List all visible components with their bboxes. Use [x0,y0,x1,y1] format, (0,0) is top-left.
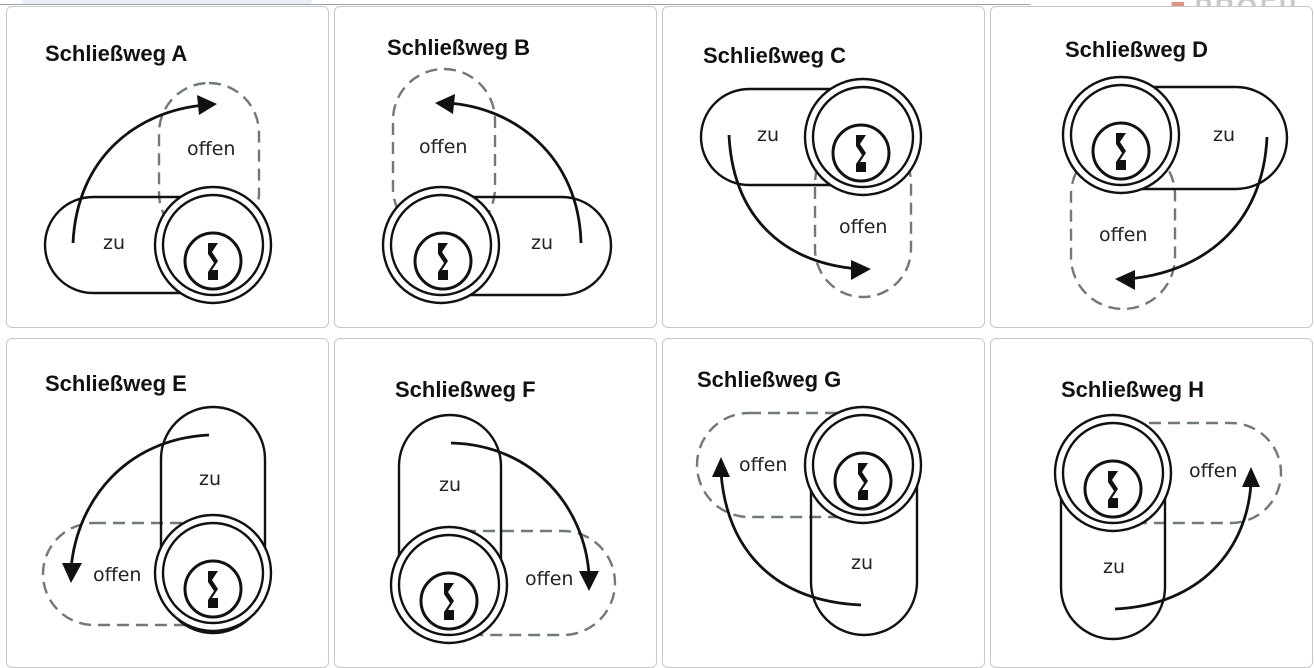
svg-text:offen: offen [187,138,235,160]
locking-direction-diagram: zu offen [699,77,923,299]
svg-text:zu: zu [851,552,873,574]
top-left-tab-strip [22,0,312,4]
panel-title: Schließweg H [1061,377,1205,402]
svg-text:zu: zu [103,232,125,254]
svg-text:zu: zu [757,124,779,146]
svg-text:offen: offen [419,136,467,158]
locking-direction-diagram: offen zu [43,81,273,305]
arrow-icon [450,441,591,576]
locking-direction-diagram: zu offen [389,413,617,645]
locking-direction-diagram: offen zu [695,405,923,637]
arrow-icon [446,101,583,244]
svg-text:offen: offen [525,568,573,590]
panel-schliessweg-a: Schließweg A offen zu [6,6,329,328]
panel-title: Schließweg G [697,367,842,392]
arrow-icon [1126,136,1269,281]
panel-schliessweg-c: Schließweg C zu offen [662,6,985,328]
svg-text:zu: zu [439,474,461,496]
panel-schliessweg-g: Schließweg G offen zu [662,338,985,668]
panel-title: Schließweg D [1065,37,1209,62]
arrow-icon [71,103,206,244]
svg-text:zu: zu [1213,124,1235,146]
panel-schliessweg-f: Schließweg F zu offen [334,338,657,668]
svg-text:offen: offen [739,454,787,476]
locking-direction-diagram: offen zu [1053,413,1283,641]
arrow-icon [727,134,860,271]
panel-title: Schließweg A [45,41,188,66]
svg-text:offen: offen [93,564,141,586]
panel-title: Schließweg F [395,377,536,402]
panel-schliessweg-e: Schließweg E zu offen [6,338,329,668]
locking-direction-diagram: zu offen [1061,75,1289,311]
locking-direction-diagram: zu offen [41,405,273,635]
svg-text:offen: offen [1189,460,1237,482]
panel-title: Schließweg C [703,43,847,68]
locking-direction-diagram: offen zu [381,67,613,305]
svg-text:zu: zu [531,232,553,254]
top-divider [0,4,1030,5]
panel-title: Schließweg E [45,371,187,396]
panel-schliessweg-h: Schließweg H offen zu [990,338,1313,668]
svg-text:zu: zu [1103,556,1125,578]
svg-text:zu: zu [199,468,221,490]
svg-text:offen: offen [1099,224,1147,246]
arrow-icon [719,472,862,607]
panel-schliessweg-d: Schließweg D zu offen [990,6,1313,328]
arrow-icon [69,433,210,570]
panel-schliessweg-b: Schließweg B offen zu [334,6,657,328]
arrow-icon [1114,482,1253,611]
svg-text:offen: offen [839,216,887,238]
panel-title: Schließweg B [387,35,531,60]
